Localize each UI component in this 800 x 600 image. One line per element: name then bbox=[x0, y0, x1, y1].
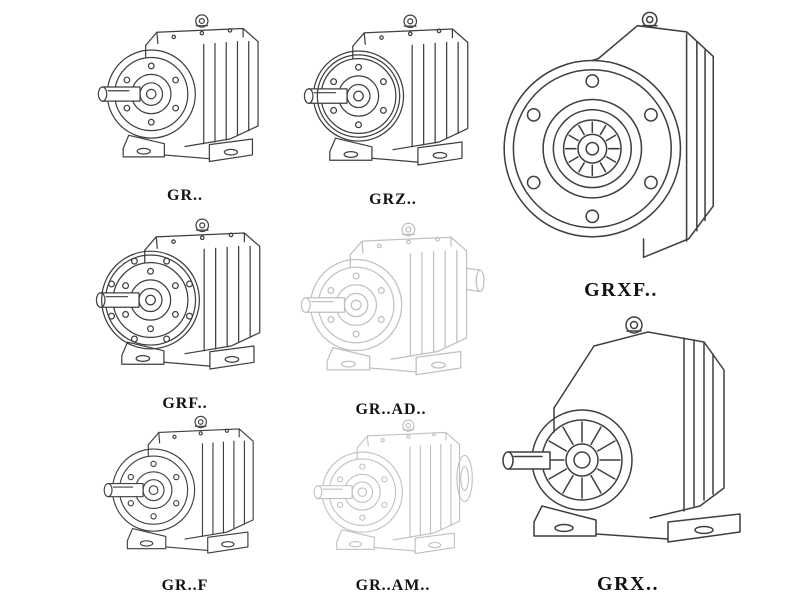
figure-label-grz: GRZ.. bbox=[369, 191, 417, 208]
figure-gr-am: GR..AM.. bbox=[292, 412, 494, 600]
gearbox-drawing-grf bbox=[84, 210, 286, 392]
gearbox-drawing-gr bbox=[86, 6, 284, 184]
gearbox-drawing-gr-f bbox=[86, 408, 284, 574]
figure-label-grx: GRX.. bbox=[597, 573, 659, 595]
figure-label-grxf: GRXF.. bbox=[584, 279, 658, 301]
figure-grz: GRZ.. bbox=[294, 6, 492, 214]
figure-grf: GRF.. bbox=[84, 210, 286, 418]
gearbox-drawing-grx bbox=[498, 298, 758, 572]
figure-label-grf: GRF.. bbox=[162, 395, 208, 412]
gearbox-drawing-grz bbox=[294, 6, 492, 188]
figure-label-gr: GR.. bbox=[167, 187, 203, 204]
figure-gr-f: GR..F bbox=[86, 408, 284, 600]
figure-label-gr-f: GR..F bbox=[161, 577, 209, 594]
figure-label-gr-am: GR..AM.. bbox=[355, 577, 431, 594]
gearbox-drawing-grxf bbox=[498, 4, 744, 278]
figure-grx: GRX.. bbox=[498, 298, 758, 598]
gearbox-drawing-gr-am bbox=[292, 412, 473, 574]
figure-gr: GR.. bbox=[86, 6, 284, 210]
gearbox-drawing-gr-ad bbox=[288, 214, 485, 398]
figure-gr-ad: GR..AD.. bbox=[288, 214, 494, 424]
figure-label-gr-ad: GR..AD.. bbox=[355, 401, 427, 418]
figure-grxf: GRXF.. bbox=[498, 4, 744, 304]
